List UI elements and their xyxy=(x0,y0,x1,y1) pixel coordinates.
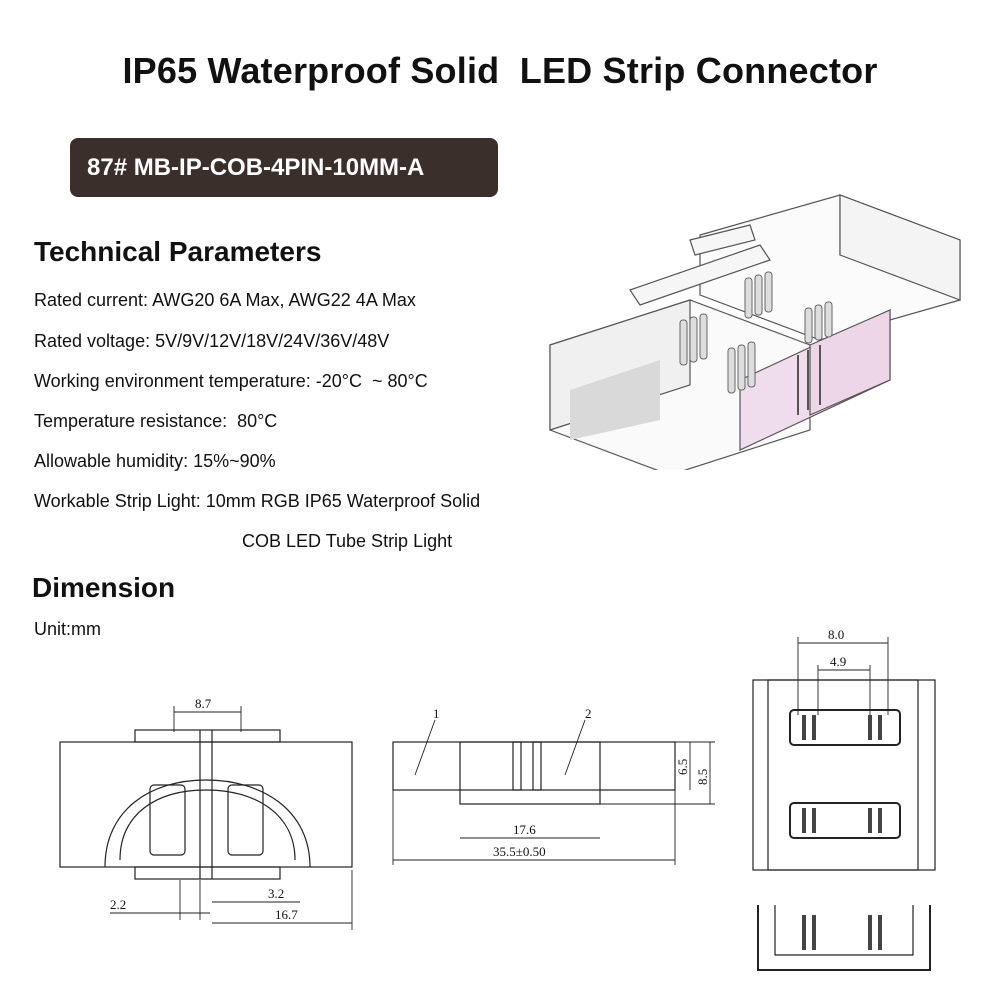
side-view-drawing: 1 2 6.5 8.5 17.6 35.5±0.50 xyxy=(392,706,715,865)
param-humidity: Allowable humidity: 15%~90% xyxy=(34,451,276,471)
param-workable-strip-cont: COB LED Tube Strip Light xyxy=(242,531,453,551)
end-view-drawing: 8.0 4.9 xyxy=(752,627,936,971)
param-rated-voltage: Rated voltage: 5V/9V/12V/18V/24V/36V/48V xyxy=(34,331,390,351)
dim-17.6: 17.6 xyxy=(513,822,536,837)
top-view-drawing: 8.7 2.2 3.2 16.7 xyxy=(59,696,353,930)
param-working-temperature: Working environment temperature: -20°C ~… xyxy=(34,371,428,391)
page-title: IP65 Waterproof Solid LED Strip Connecto… xyxy=(122,50,878,91)
param-workable-strip: Workable Strip Light: 10mm RGB IP65 Wate… xyxy=(34,491,481,511)
dim-35.5: 35.5±0.50 xyxy=(493,844,546,859)
model-badge: 87# MB-IP-COB-4PIN-10MM-A xyxy=(70,138,498,197)
param-temperature-resistance: Temperature resistance: 80°C xyxy=(34,411,278,431)
unit-label: Unit:mm xyxy=(34,619,101,639)
param-rated-current: Rated current: AWG20 6A Max, AWG22 4A Ma… xyxy=(34,290,416,310)
part-label-1: 1 xyxy=(433,706,440,721)
dim-8.0: 8.0 xyxy=(828,627,844,642)
dim-3.2: 3.2 xyxy=(268,886,284,901)
dim-8.7: 8.7 xyxy=(195,696,212,711)
technical-parameters-heading: Technical Parameters xyxy=(34,236,322,267)
dim-6.5: 6.5 xyxy=(675,759,690,775)
dim-16.7: 16.7 xyxy=(275,907,298,922)
dim-4.9: 4.9 xyxy=(830,654,846,669)
dim-8.5: 8.5 xyxy=(695,769,710,785)
connector-illustration xyxy=(549,194,961,470)
dim-2.2: 2.2 xyxy=(110,897,126,912)
part-label-2: 2 xyxy=(585,706,592,721)
dimension-heading: Dimension xyxy=(32,572,176,603)
